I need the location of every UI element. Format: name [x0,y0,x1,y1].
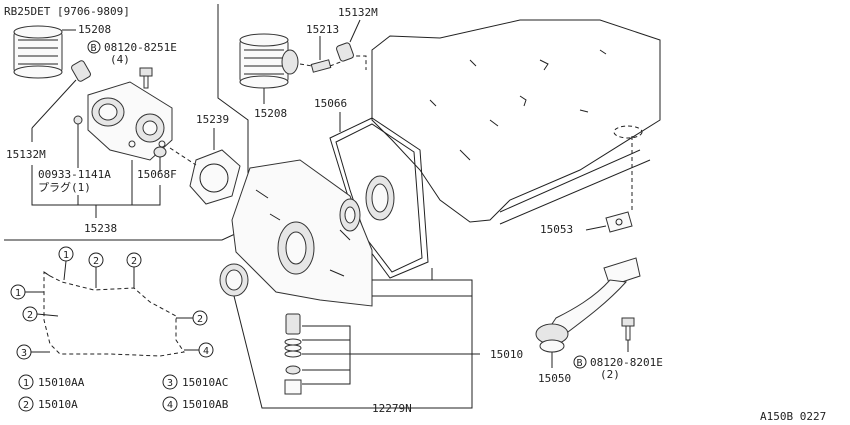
legend-num-3: 3 [167,378,173,389]
label-plug-name: プラグ(1) [38,180,91,194]
gasket-15053 [605,211,633,233]
label-15068F: 15068F [137,168,177,181]
marker-e-num: 2 [27,310,33,321]
legend-code-4: 15010AB [182,398,229,411]
bolt-marker-main-letter: B [577,358,583,369]
variant-title: RB25DET [9706-9809] [4,5,130,18]
bolt-marker-inset [87,40,101,54]
gasket-detail [43,271,185,357]
oil-filter-inset [13,25,63,79]
label-15010: 15010 [490,348,523,361]
marker-d-num: 1 [15,288,21,299]
relief-valve-stack [284,313,302,395]
legend: 1 15010AA 2 15010A 3 15010AC 4 15010AB [18,374,229,412]
legend-code-2: 15010A [38,398,78,411]
legend-code-3: 15010AC [182,376,228,389]
plug-inset [73,115,83,125]
label-15066: 15066 [314,97,347,110]
sensor-inset [71,60,91,82]
legend-num-2: 2 [23,400,29,411]
label-plug-code: 00933-1141A [38,168,111,181]
label-15239: 15239 [196,113,229,126]
label-bolt-qty-main: (2) [600,368,620,381]
bolt-main [621,317,635,341]
figure-code: A150B 0227 [760,410,826,423]
marker-h-num: 4 [203,346,209,357]
label-15208-inset: 15208 [78,23,111,36]
label-15132M-main: 15132M [338,6,378,19]
marker-c-num: 2 [131,256,137,267]
gasket-15239 [189,149,241,205]
label-15213: 15213 [306,23,339,36]
stud-15213 [310,59,332,73]
label-15053: 15053 [540,223,573,236]
engine-block [371,19,661,225]
sensor-main [336,42,354,62]
label-12279N: 12279N [372,402,412,415]
marker-b-num: 2 [93,256,99,267]
oil-seal [219,263,249,297]
inner-gear [339,198,361,232]
label-15208-main: 15208 [254,107,287,120]
oil-filter-main [239,33,299,89]
label-15050: 15050 [538,372,571,385]
oil-strainer-15050 [535,257,641,353]
bolt-inset [139,67,153,89]
label-bolt-qty-inset: (4) [110,53,130,66]
legend-code-1: 15010AA [38,376,85,389]
outer-gear [365,175,395,221]
marker-g-num: 3 [21,348,27,359]
oil-pump-housing-inset [87,81,173,161]
label-bolt-code-inset: 08120-8251E [104,41,177,54]
o-ring-inset [153,146,167,158]
label-15238: 15238 [84,222,117,235]
label-15132M-inset: 15132M [6,148,46,161]
label-bolt-code-main: 08120-8201E [590,356,663,369]
oil-pump-body [231,159,373,307]
marker-a-num: 1 [63,250,69,261]
bolt-marker-inset-letter: B [91,43,97,54]
marker-f-num: 2 [197,314,203,325]
bolt-marker-main [573,355,587,369]
legend-num-1: 1 [23,378,29,389]
legend-num-4: 4 [167,400,173,411]
